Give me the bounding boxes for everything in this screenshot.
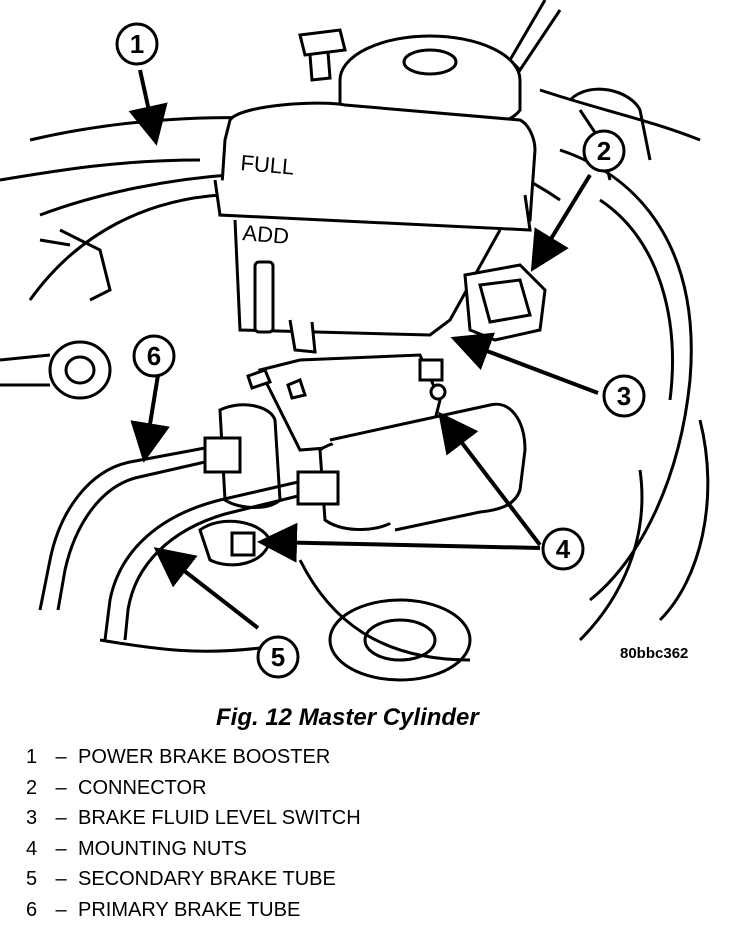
legend-separator: – [44,742,78,773]
legend-item: 4–MOUNTING NUTS [26,834,726,865]
legend-item: 6–PRIMARY BRAKE TUBE [26,895,726,925]
svg-text:5: 5 [271,642,285,672]
svg-text:2: 2 [597,136,611,166]
legend-item: 1–POWER BRAKE BOOSTER [26,742,726,773]
callout-2: 2 [584,131,624,171]
callout-4: 4 [543,529,583,569]
legend-separator: – [44,864,78,895]
figure-code: 80bbc362 [620,645,688,662]
figure-caption: Fig. 12 Master Cylinder [216,704,479,732]
callout-5: 5 [258,637,298,677]
legend-label: MOUNTING NUTS [78,838,247,860]
svg-text:4: 4 [556,534,571,564]
legend-label: PRIMARY BRAKE TUBE [78,899,300,921]
legend-number: 3 [26,803,44,834]
legend-number: 6 [26,895,44,925]
callout-3: 3 [604,376,644,416]
callout-6: 6 [134,336,174,376]
legend-label: SECONDARY BRAKE TUBE [78,868,336,890]
svg-text:3: 3 [617,381,631,411]
legend-number: 5 [26,864,44,895]
full-marking: FULL [240,150,296,180]
legend-number: 1 [26,742,44,773]
legend-number: 2 [26,773,44,804]
legend-label: POWER BRAKE BOOSTER [78,746,330,768]
svg-text:1: 1 [130,29,144,59]
callout-1: 1 [117,24,157,64]
legend-number: 4 [26,834,44,865]
legend-item: 3–BRAKE FLUID LEVEL SWITCH [26,803,726,834]
svg-text:6: 6 [147,341,161,371]
legend-separator: – [44,834,78,865]
master-cylinder-illustration: FULL ADD [0,0,752,700]
legend-item: 2–CONNECTOR [26,773,726,804]
legend-label: CONNECTOR [78,777,207,799]
legend-separator: – [44,773,78,804]
parts-legend: 1–POWER BRAKE BOOSTER 2–CONNECTOR 3–BRAK… [26,742,726,925]
legend-separator: – [44,803,78,834]
legend-label: BRAKE FLUID LEVEL SWITCH [78,807,361,829]
legend-item: 5–SECONDARY BRAKE TUBE [26,864,726,895]
legend-separator: – [44,895,78,925]
add-marking: ADD [242,220,290,249]
